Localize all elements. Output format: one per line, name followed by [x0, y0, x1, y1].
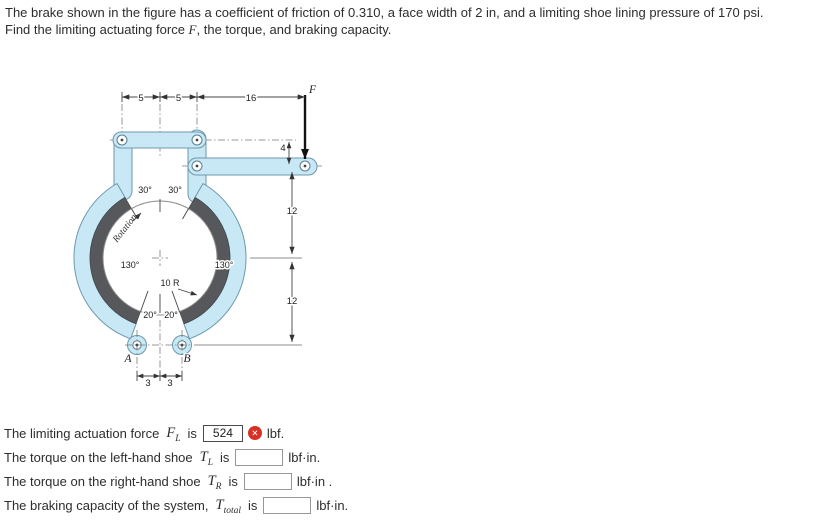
incorrect-icon: ✕: [247, 426, 262, 440]
answer-unit: lbf.: [266, 425, 285, 441]
angle-130-right: 130°: [215, 260, 234, 270]
force-symbol: F: [188, 21, 197, 37]
brake-figure-svg: 5 5 16 F 4 12 12 30° 30° 130° 130° 10 R …: [73, 83, 322, 391]
angle-20-right: 20°: [164, 310, 178, 320]
answer-prefix: The torque on the left-hand shoe: [4, 449, 193, 465]
answer-section: The limiting actuation force FL is ✕ lbf…: [4, 421, 348, 517]
answer-row-Ttotal: The braking capacity of the system, Ttot…: [4, 493, 348, 517]
answer-prefix: The limiting actuation force: [4, 425, 160, 441]
dim-5-left: 5: [138, 93, 143, 104]
dim-12-lower: 12: [287, 296, 298, 307]
math-symbol-TL: TL: [199, 448, 214, 468]
answer-unit: lbf·in.: [316, 497, 349, 513]
pin-b-label: B: [183, 353, 190, 365]
answer-mid: is: [220, 449, 230, 465]
answer-mid: is: [228, 473, 238, 489]
dimension-lines: [121, 92, 306, 381]
answer-input-TR[interactable]: [243, 472, 292, 490]
answer-input-FL[interactable]: [202, 424, 243, 442]
dim-16: 16: [246, 93, 257, 104]
answer-mid: is: [187, 425, 197, 441]
answer-row-FL: The limiting actuation force FL is ✕ lbf…: [4, 421, 348, 445]
answer-mid: is: [247, 497, 258, 513]
answer-unit: lbf·in.: [288, 449, 321, 465]
dim-5-right: 5: [176, 93, 181, 104]
statement-line2: Find the limiting actuating force F, the…: [5, 21, 392, 37]
dim-4: 4: [280, 143, 285, 154]
answer-row-TL: The torque on the left-hand shoe TL is l…: [4, 445, 348, 469]
figure-labels: 5 5 16 F 4 12 12 30° 30° 130° 130° 10 R …: [111, 83, 318, 391]
angle-30-left: 30°: [138, 185, 152, 195]
force-label: F: [308, 84, 317, 96]
angle-130-left: 130°: [121, 260, 140, 270]
answer-input-TL[interactable]: [235, 448, 284, 466]
answer-prefix: The torque on the right-hand shoe: [4, 473, 201, 489]
angle-20-left: 20°: [143, 310, 157, 320]
pin-a-label: A: [123, 353, 132, 365]
answer-input-Ttotal[interactable]: [263, 496, 312, 514]
answer-prefix: The braking capacity of the system,: [4, 497, 209, 513]
math-symbol-TR: TR: [207, 472, 222, 492]
dim-12-upper: 12: [287, 206, 298, 217]
math-symbol-Ttotal: Ttotal: [215, 496, 241, 516]
problem-statement: The brake shown in the figure has a coef…: [5, 5, 825, 38]
statement-line1: The brake shown in the figure has a coef…: [5, 5, 764, 20]
actuating-linkage: [112, 131, 318, 176]
dim-3-left: 3: [145, 378, 150, 389]
pins: [116, 134, 311, 350]
answer-row-TR: The torque on the right-hand shoe TR is …: [4, 469, 348, 493]
brake-figure: 5 5 16 F 4 12 12 30° 30° 130° 130° 10 R …: [70, 80, 325, 405]
dim-3-right: 3: [167, 378, 172, 389]
answer-unit: lbf·in .: [296, 473, 333, 489]
pin-dots: [120, 138, 307, 347]
angle-30-right: 30°: [168, 185, 182, 195]
radius-10R: 10 R: [160, 278, 180, 288]
math-symbol-FL: FL: [166, 424, 181, 444]
